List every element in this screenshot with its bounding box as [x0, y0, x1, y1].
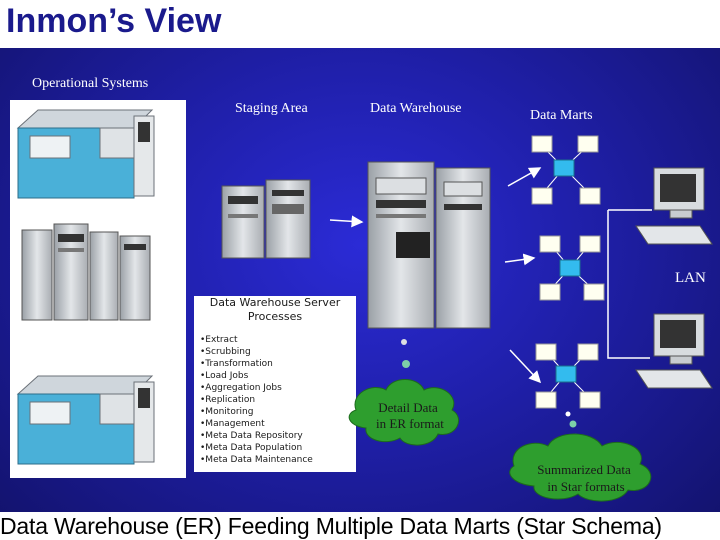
server-processes-title-line1: Data Warehouse Server: [209, 296, 341, 309]
summary-cloud-line2: in Star formats: [547, 479, 624, 494]
detail-data-cloud: Detail Data in ER format: [348, 379, 459, 446]
warehouse-to-mart1-arrow: [507, 167, 542, 187]
process-item: •Aggregation Jobs: [200, 383, 282, 393]
lan-label: LAN: [675, 270, 706, 286]
footer-bar: [0, 512, 720, 540]
staging-server-icon: [221, 179, 311, 259]
mainframe-icon: [16, 375, 155, 465]
process-item: •Transformation: [200, 359, 273, 369]
process-item: •Monitoring: [200, 407, 254, 417]
staging-to-warehouse-arrow: [329, 215, 364, 228]
summary-cloud-line1: Summarized Data: [537, 462, 631, 477]
process-item: •Meta Data Repository: [200, 431, 303, 441]
data-warehouse-label: Data Warehouse: [370, 101, 462, 116]
server-processes-list: •Extract •Scrubbing •Transformation •Loa…: [200, 334, 313, 466]
detail-cloud-line2: in ER format: [376, 416, 444, 431]
process-item: •Management: [200, 419, 265, 429]
connector-dot: [402, 360, 410, 368]
slide-caption: Data Warehouse (ER) Feeding Multiple Dat…: [0, 513, 662, 539]
warehouse-to-mart2-arrow: [504, 253, 536, 266]
process-item: •Meta Data Population: [200, 443, 303, 453]
star-schema-icon: [539, 235, 605, 301]
star-schema-icon: [531, 135, 601, 205]
process-item: •Load Jobs: [200, 371, 249, 381]
lan-line: [607, 210, 650, 359]
mainframe-icon: [21, 223, 151, 321]
server-processes-title: Data Warehouse Server Processes: [194, 296, 356, 324]
server-processes-title-line2: Processes: [247, 310, 303, 323]
star-schema-icon: [535, 343, 601, 409]
data-warehouse-server-icon: [367, 161, 491, 329]
computer-icon: [635, 167, 713, 245]
connector-dot: [401, 339, 407, 345]
operational-systems-label: Operational Systems: [32, 76, 149, 91]
detail-cloud-line1: Detail Data: [378, 400, 438, 415]
connector-dot: [565, 411, 571, 417]
server-processes-box: Data Warehouse Server Processes •Extract…: [194, 296, 356, 472]
title-bar: Inmon’s View: [0, 0, 720, 48]
warehouse-to-mart3-arrow: [509, 349, 542, 384]
staging-area-label: Staging Area: [235, 101, 308, 116]
slide-title: Inmon’s View: [6, 2, 222, 40]
process-item: •Meta Data Maintenance: [200, 455, 313, 465]
process-item: •Replication: [200, 395, 256, 405]
data-marts-label: Data Marts: [530, 108, 593, 123]
computer-icon: [635, 313, 713, 389]
summarized-data-cloud: Summarized Data in Star formats: [509, 433, 652, 502]
mainframe-icon: [16, 109, 155, 199]
process-item: •Extract: [200, 335, 238, 345]
process-item: •Scrubbing: [200, 347, 251, 357]
connector-dot: [569, 420, 577, 428]
